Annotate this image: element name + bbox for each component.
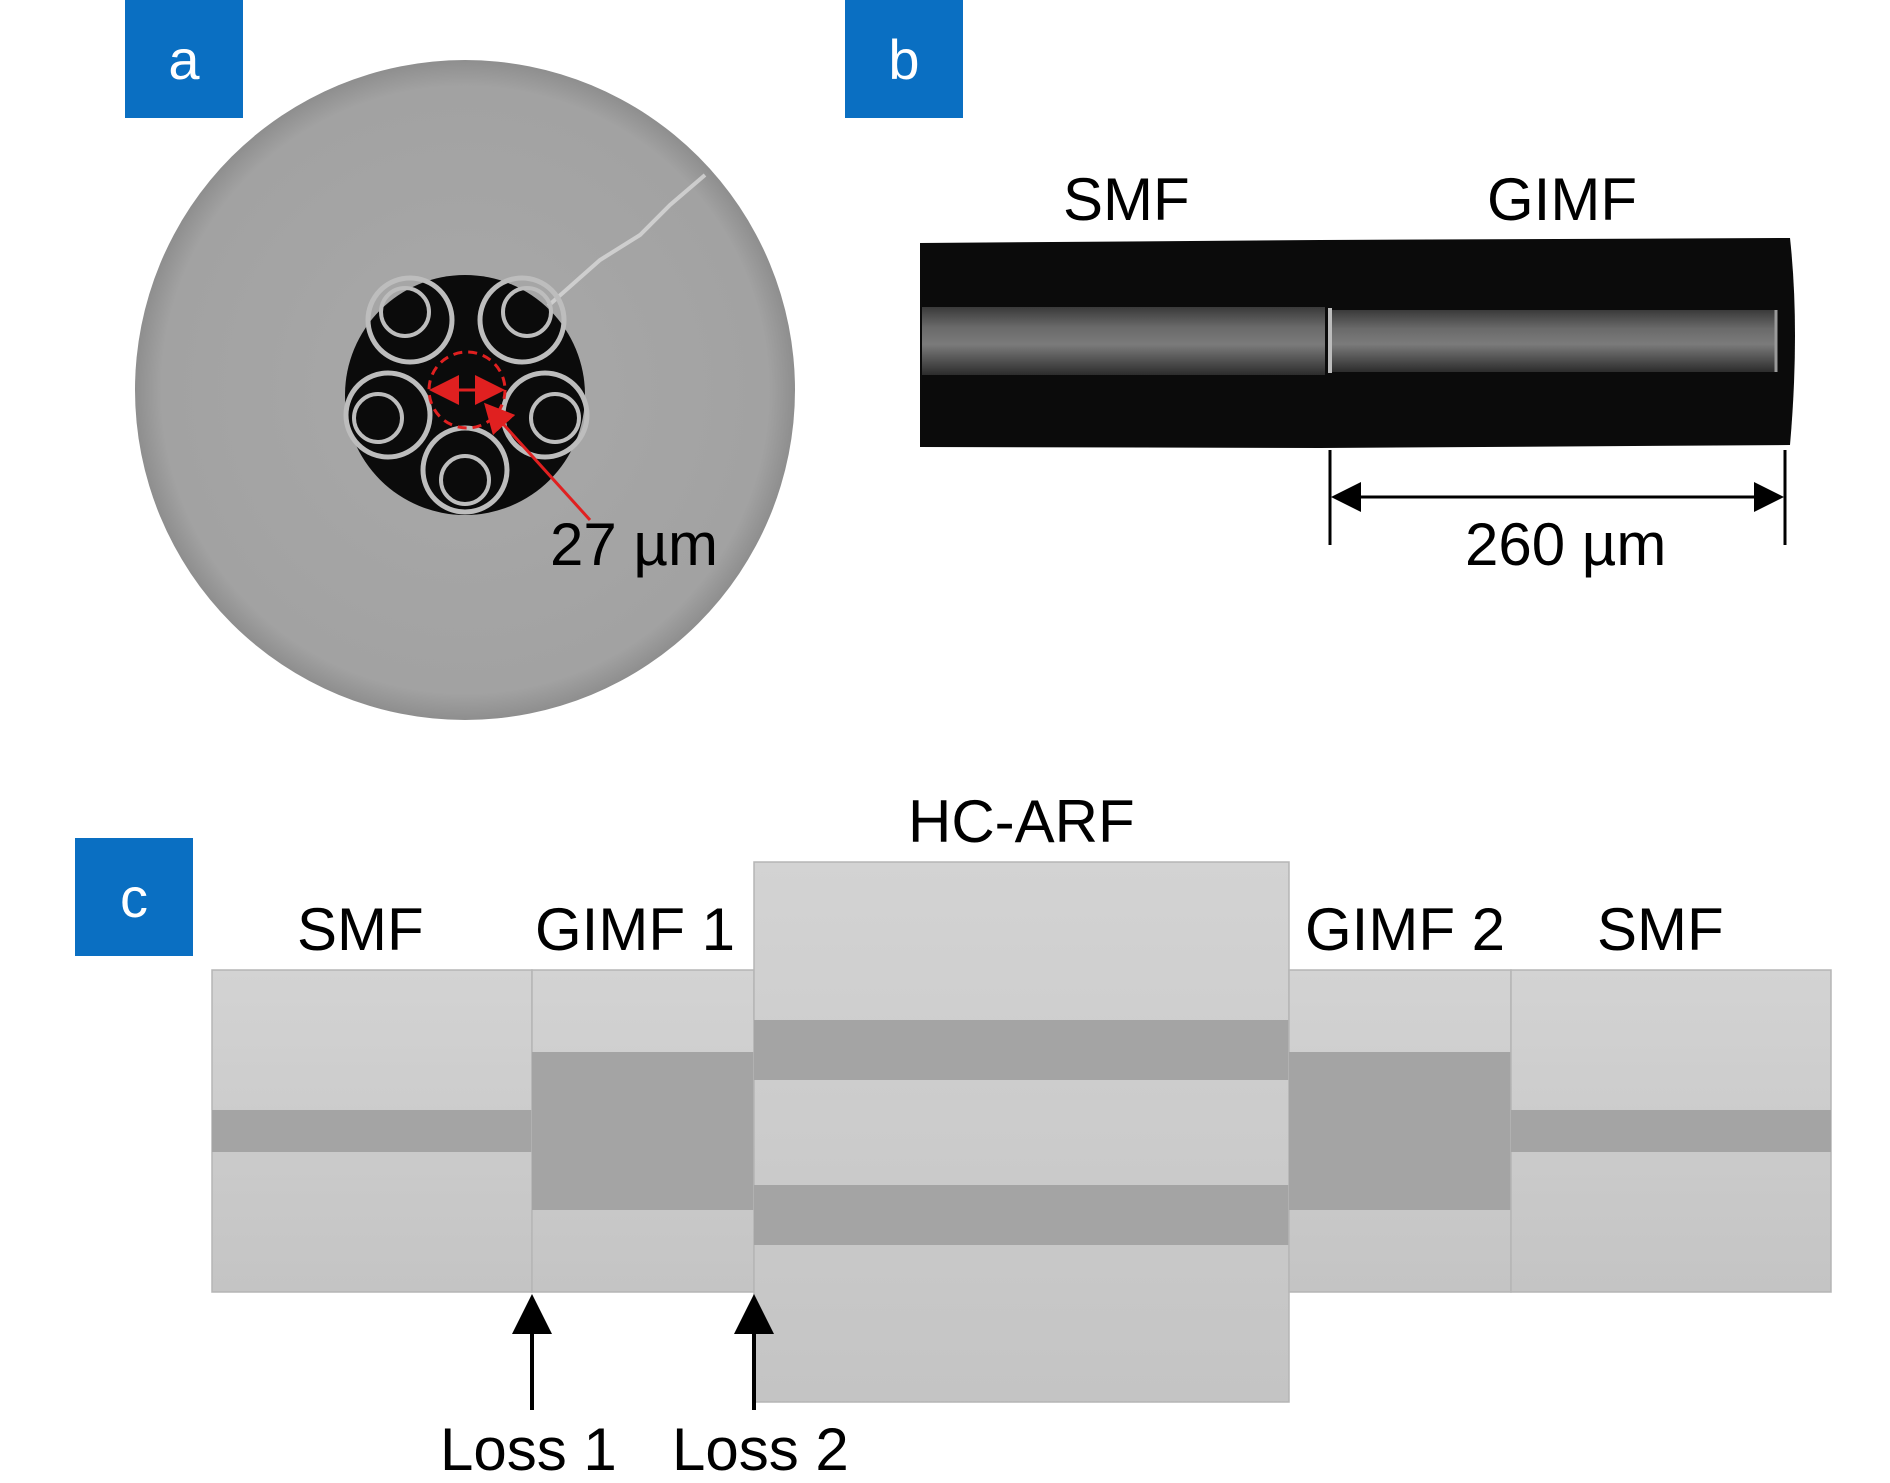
segment-hc-arf [753, 861, 1290, 1403]
core-smf-right [1511, 1110, 1831, 1152]
label-gimf-1: GIMF 1 [535, 896, 736, 963]
panel-c-badge: c [75, 838, 193, 956]
core-gimf-1 [532, 1052, 754, 1210]
smf-core-band [922, 307, 1325, 375]
hc-arf-tube-bottom [754, 1185, 1289, 1245]
cladding-crack [546, 173, 707, 308]
label-smf-left: SMF [297, 896, 424, 963]
panel-a-badge: a [125, 0, 243, 118]
label-loss-1: Loss 1 [440, 1416, 617, 1483]
panel-b-gimf-label: GIMF [1487, 166, 1637, 233]
panel-b-smf-label: SMF [1063, 166, 1190, 233]
gimf-core-band [1330, 310, 1777, 372]
panel-b-length-label: 260 µm [1465, 511, 1667, 578]
core-diameter-label: 27 µm [550, 511, 718, 578]
hc-arf-tube-top [754, 1020, 1289, 1080]
panel-a-micrograph [135, 60, 795, 720]
core-diameter-leader [483, 402, 592, 522]
core-diameter-circle [427, 350, 507, 430]
label-hc-arf: HC-ARF [908, 788, 1135, 855]
core-smf-left [212, 1110, 532, 1152]
label-smf-right: SMF [1597, 896, 1724, 963]
label-gimf-2: GIMF 2 [1305, 896, 1506, 963]
panel-b-micrograph [920, 238, 1795, 545]
label-loss-2: Loss 2 [672, 1416, 849, 1483]
panel-c-schematic [211, 861, 1832, 1410]
panel-b-badge: b [845, 0, 963, 118]
core-gimf-2 [1289, 1052, 1511, 1210]
